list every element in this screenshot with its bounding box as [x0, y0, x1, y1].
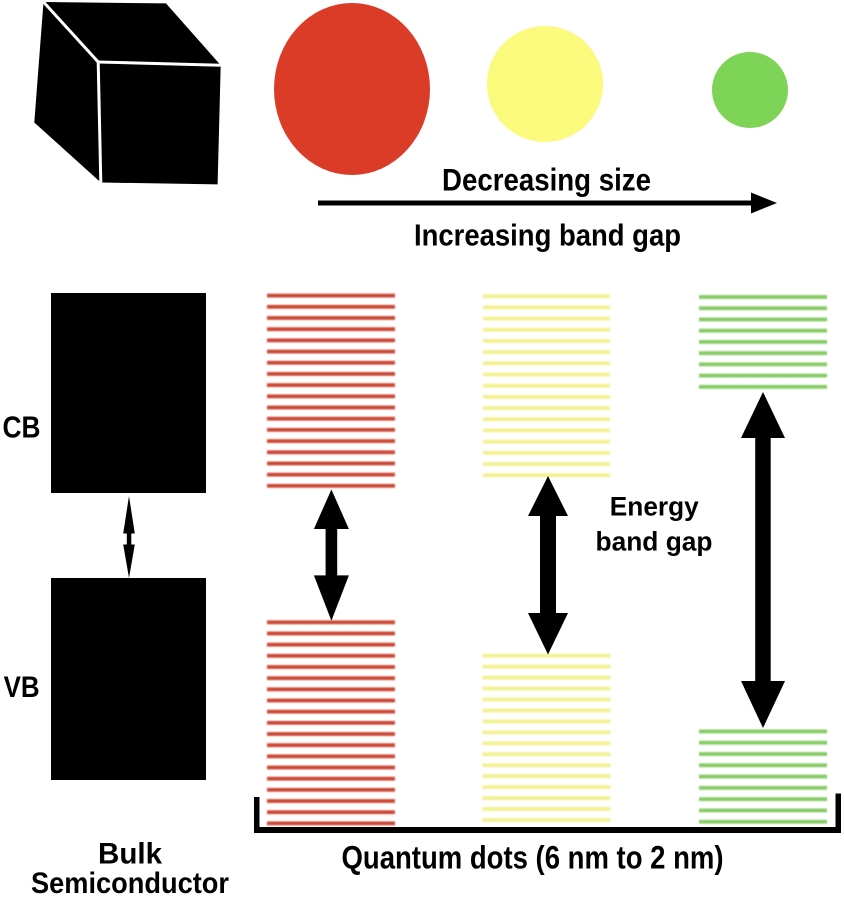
svg-text:Decreasing size: Decreasing size — [442, 162, 651, 198]
svg-text:VB: VB — [4, 671, 40, 704]
svg-text:Bulk: Bulk — [98, 838, 162, 871]
svg-text:band gap: band gap — [596, 527, 713, 557]
svg-text:Increasing band gap: Increasing band gap — [414, 218, 681, 253]
svg-text:Semiconductor: Semiconductor — [31, 867, 229, 898]
svg-text:CB: CB — [3, 411, 41, 445]
svg-text:Energy: Energy — [610, 492, 699, 522]
svg-text:Quantum dots (6 nm to 2 nm): Quantum dots (6 nm to 2 nm) — [342, 839, 724, 875]
